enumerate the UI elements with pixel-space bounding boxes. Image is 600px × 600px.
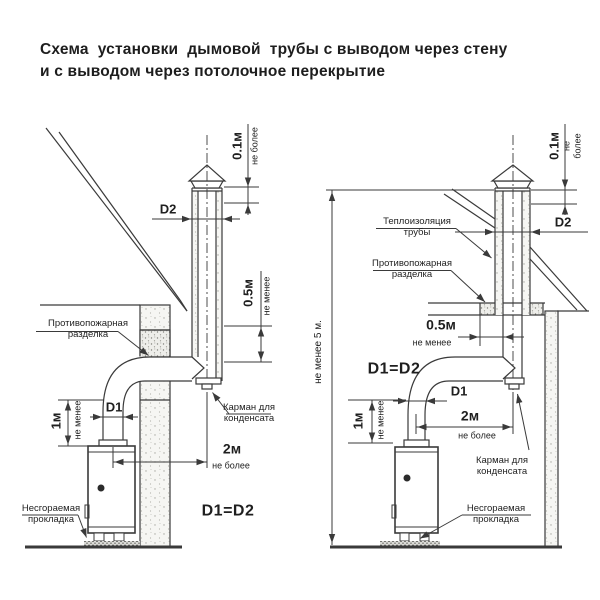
right-d1-label: D1 bbox=[450, 383, 468, 399]
left-dim-run-value: 2м bbox=[222, 440, 242, 457]
right-diagram bbox=[326, 124, 589, 549]
right-dim-top-value: 0.1м bbox=[546, 132, 562, 160]
left-dimensions bbox=[58, 124, 272, 468]
right-dim-clearance-note: не менее bbox=[412, 337, 452, 348]
title-line-2: и с выводом через потолочное перекрытие bbox=[40, 63, 386, 80]
left-dim-riser-note: не менее bbox=[72, 400, 83, 440]
left-boiler-knob bbox=[97, 484, 105, 492]
right-cap-collar bbox=[492, 180, 533, 189]
left-dim-top-value: 0.1м bbox=[229, 132, 245, 160]
left-d2-label: D2 bbox=[159, 201, 177, 217]
right-d2-label: D2 bbox=[554, 214, 572, 230]
right-dim-clearance-value: 0.5м bbox=[426, 316, 456, 333]
right-roof bbox=[443, 188, 589, 312]
right-fire-cut-label: Противопожарная разделка bbox=[372, 257, 452, 280]
left-dim-riser-value: 1м bbox=[48, 412, 64, 430]
left-fireproof-pad bbox=[84, 541, 140, 547]
right-chimney bbox=[490, 135, 535, 390]
title-line-1: Схема установки дымовой трубы с выводом … bbox=[40, 41, 508, 58]
right-dim-run-value: 2м bbox=[460, 407, 480, 424]
right-wall bbox=[544, 310, 559, 548]
right-equality-label: D1=D2 bbox=[367, 360, 421, 378]
left-boiler bbox=[84, 445, 136, 542]
right-min-height-label: не менее 5 м. bbox=[313, 320, 325, 384]
left-condensate-label: Карман для конденсата bbox=[222, 401, 276, 424]
right-condensate-label: Карман для конденсата bbox=[475, 454, 529, 477]
left-roof bbox=[40, 127, 188, 312]
left-fire-cut-label: Противопожарная разделка bbox=[48, 317, 128, 340]
right-boiler-knob bbox=[403, 474, 411, 482]
left-dim-run-note: не более bbox=[212, 460, 250, 471]
right-dim-riser-note: не менее bbox=[375, 400, 386, 440]
left-wall bbox=[138, 304, 172, 548]
left-diagram bbox=[22, 124, 272, 549]
left-d1-label: D1 bbox=[105, 399, 123, 415]
right-insulation-label: Теплоизоляция трубы bbox=[383, 215, 451, 238]
left-pad-label: Несгораемая прокладка bbox=[21, 502, 81, 525]
right-dimensions bbox=[326, 124, 588, 545]
left-leaders bbox=[22, 331, 271, 538]
left-dim-top-note: не более bbox=[249, 127, 260, 165]
left-equality-label: D1=D2 bbox=[201, 502, 255, 520]
right-flue-pipe bbox=[403, 356, 503, 448]
left-dim-clearance-value: 0.5м bbox=[240, 279, 256, 307]
right-cap-cone bbox=[490, 164, 535, 182]
right-pad-label: Несгораемая прокладка bbox=[466, 502, 526, 525]
left-chimney bbox=[187, 135, 227, 390]
right-dim-riser-value: 1м bbox=[350, 412, 366, 430]
right-leaders bbox=[373, 228, 531, 539]
right-dim-run-note: не более bbox=[458, 430, 496, 441]
left-condensate-pocket bbox=[195, 377, 222, 385]
right-fireproof-pad bbox=[380, 541, 440, 547]
right-condensate-pocket bbox=[504, 377, 525, 385]
right-boiler bbox=[391, 446, 439, 542]
left-dim-clearance-note: не менее bbox=[261, 276, 272, 316]
right-dim-top-note: не более bbox=[561, 133, 582, 159]
